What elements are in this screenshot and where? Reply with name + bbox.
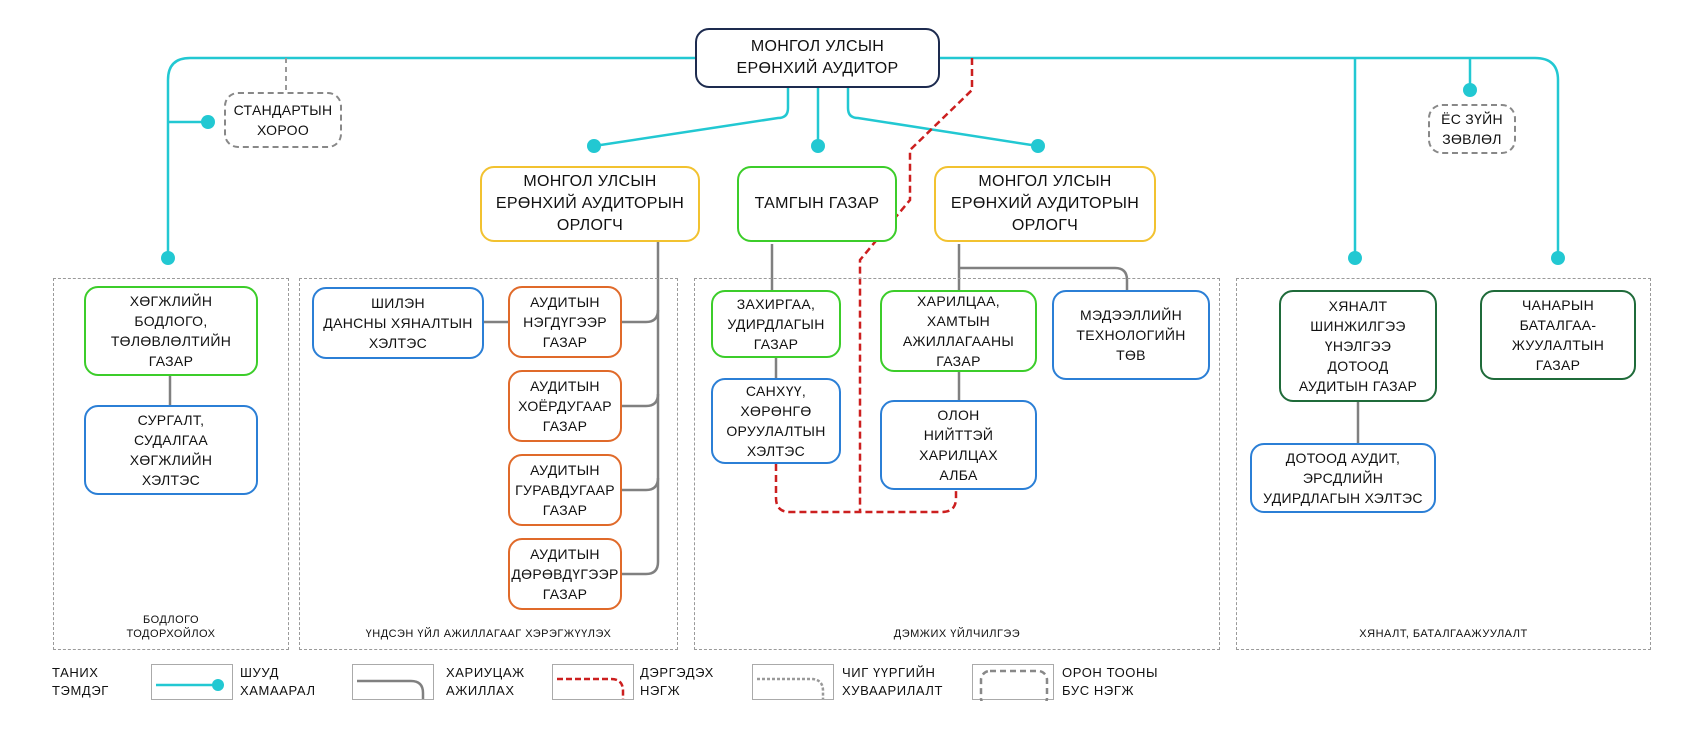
legend-title: ТАНИХ ТЭМДЭГ [52, 665, 109, 698]
section-label: БОДЛОГО ТОДОРХОЙЛОХ [126, 614, 216, 640]
legend-label-responsible: ХАРИУЦАЖ АЖИЛЛАХ [446, 665, 525, 698]
secretariat-box[interactable]: ТАМГЫН ГАЗАР [737, 166, 897, 242]
attached-unit-icon [552, 664, 634, 700]
section-support: ДЭМЖИХ ҮЙЛЧИЛГЭЭ [694, 278, 1220, 650]
legend-label-direct: ШУУД ХАМААРАЛ [240, 665, 316, 698]
deputy-auditor-left-box[interactable]: МОНГОЛ УЛСЫН ЕРӨНХИЙ АУДИТОРЫН ОРЛОГЧ [480, 166, 700, 242]
administration-dept-box[interactable]: ЗАХИРГАА, УДИРДЛАГЫН ГАЗАР [711, 290, 841, 358]
direct-link-icon [151, 664, 233, 700]
direct-link-dots [161, 83, 1565, 265]
finance-investment-division-box[interactable]: САНХҮҮ, ХӨРӨНГӨ ОРУУЛАЛТЫН ХЭЛТЭС [711, 378, 841, 464]
policy-planning-dept-box[interactable]: ХӨГЖЛИЙН БОДЛОГО, ТӨЛӨВЛӨЛТИЙН ГАЗАР [84, 286, 258, 376]
audit-dept-4-box[interactable]: АУДИТЫН ДӨРӨВДҮГЭЭР ГАЗАР [508, 538, 622, 610]
standards-committee-box[interactable]: СТАНДАРТЫН ХОРОО [224, 92, 342, 148]
auditor-general-box[interactable]: МОНГОЛ УЛСЫН ЕРӨНХИЙ АУДИТОР [695, 28, 940, 88]
legend-label-allocation: ЧИГ ҮҮРГИЙН ХУВААРИЛАЛТ [842, 665, 944, 698]
ethics-council-box[interactable]: ЁС ЗҮЙН ЗӨВЛӨЛ [1428, 104, 1516, 154]
function-allocation-icon [752, 664, 834, 700]
audit-dept-1-box[interactable]: АУДИТЫН НЭГДҮГЭЭР ГАЗАР [508, 286, 622, 358]
transparency-account-division-box[interactable]: ШИЛЭН ДАНСНЫ ХЯНАЛТЫН ХЭЛТЭС [312, 287, 484, 359]
section-label: ҮНДСЭН ҮЙЛ АЖИЛЛАГААГ ХЭРЭГЖҮҮЛЭХ [365, 628, 612, 640]
section-policy: БОДЛОГО ТОДОРХОЙЛОХ [53, 278, 289, 650]
responsible-link-icon [352, 664, 434, 700]
attached-links [774, 58, 974, 514]
legend-label-attached: ДЭРГЭДЭХ НЭГЖ [640, 665, 714, 698]
audit-dept-3-box[interactable]: АУДИТЫН ГУРАВДУГААР ГАЗАР [508, 454, 622, 526]
section-label: ДЭМЖИХ ҮЙЛЧИЛГЭЭ [893, 628, 1021, 640]
section-core: ҮНДСЭН ҮЙЛ АЖИЛЛАГААГ ХЭРЭГЖҮҮЛЭХ [299, 278, 678, 650]
direct-links [166, 56, 1560, 258]
deputy-auditor-right-box[interactable]: МОНГОЛ УЛСЫН ЕРӨНХИЙ АУДИТОРЫН ОРЛОГЧ [934, 166, 1156, 242]
it-center-box[interactable]: МЭДЭЭЛЛИЙН ТЕХНОЛОГИЙН ТӨВ [1052, 290, 1210, 380]
legend-label-non-staff: ОРОН ТООНЫ БУС НЭГЖ [1062, 665, 1159, 698]
public-relations-office-box[interactable]: ОЛОН НИЙТТЭЙ ХАРИЛЦАХ АЛБА [880, 400, 1037, 490]
audit-dept-2-box[interactable]: АУДИТЫН ХОЁРДУГААР ГАЗАР [508, 370, 622, 442]
non-staff-unit-icon [972, 664, 1054, 709]
section-label: ХЯНАЛТ, БАТАЛГААЖУУЛАЛТ [1359, 628, 1528, 640]
internal-audit-risk-division-box[interactable]: ДОТООД АУДИТ, ЭРСДЛИЙН УДИРДЛАГЫН ХЭЛТЭС [1250, 443, 1436, 513]
training-research-division-box[interactable]: СУРГАЛТ, СУДАЛГАА ХӨГЖЛИЙН ХЭЛТЭС [84, 405, 258, 495]
monitoring-internal-audit-dept-box[interactable]: ХЯНАЛТ ШИНЖИЛГЭЭ ҮНЭЛГЭЭ ДОТООД АУДИТЫН … [1279, 290, 1437, 402]
section-control: ХЯНАЛТ, БАТАЛГААЖУУЛАЛТ [1236, 278, 1651, 650]
quality-assurance-dept-box[interactable]: ЧАНАРЫН БАТАЛГАА- ЖУУЛАЛТЫН ГАЗАР [1480, 290, 1636, 380]
cooperation-dept-box[interactable]: ХАРИЛЦАА, ХАМТЫН АЖИЛЛАГААНЫ ГАЗАР [880, 290, 1037, 372]
